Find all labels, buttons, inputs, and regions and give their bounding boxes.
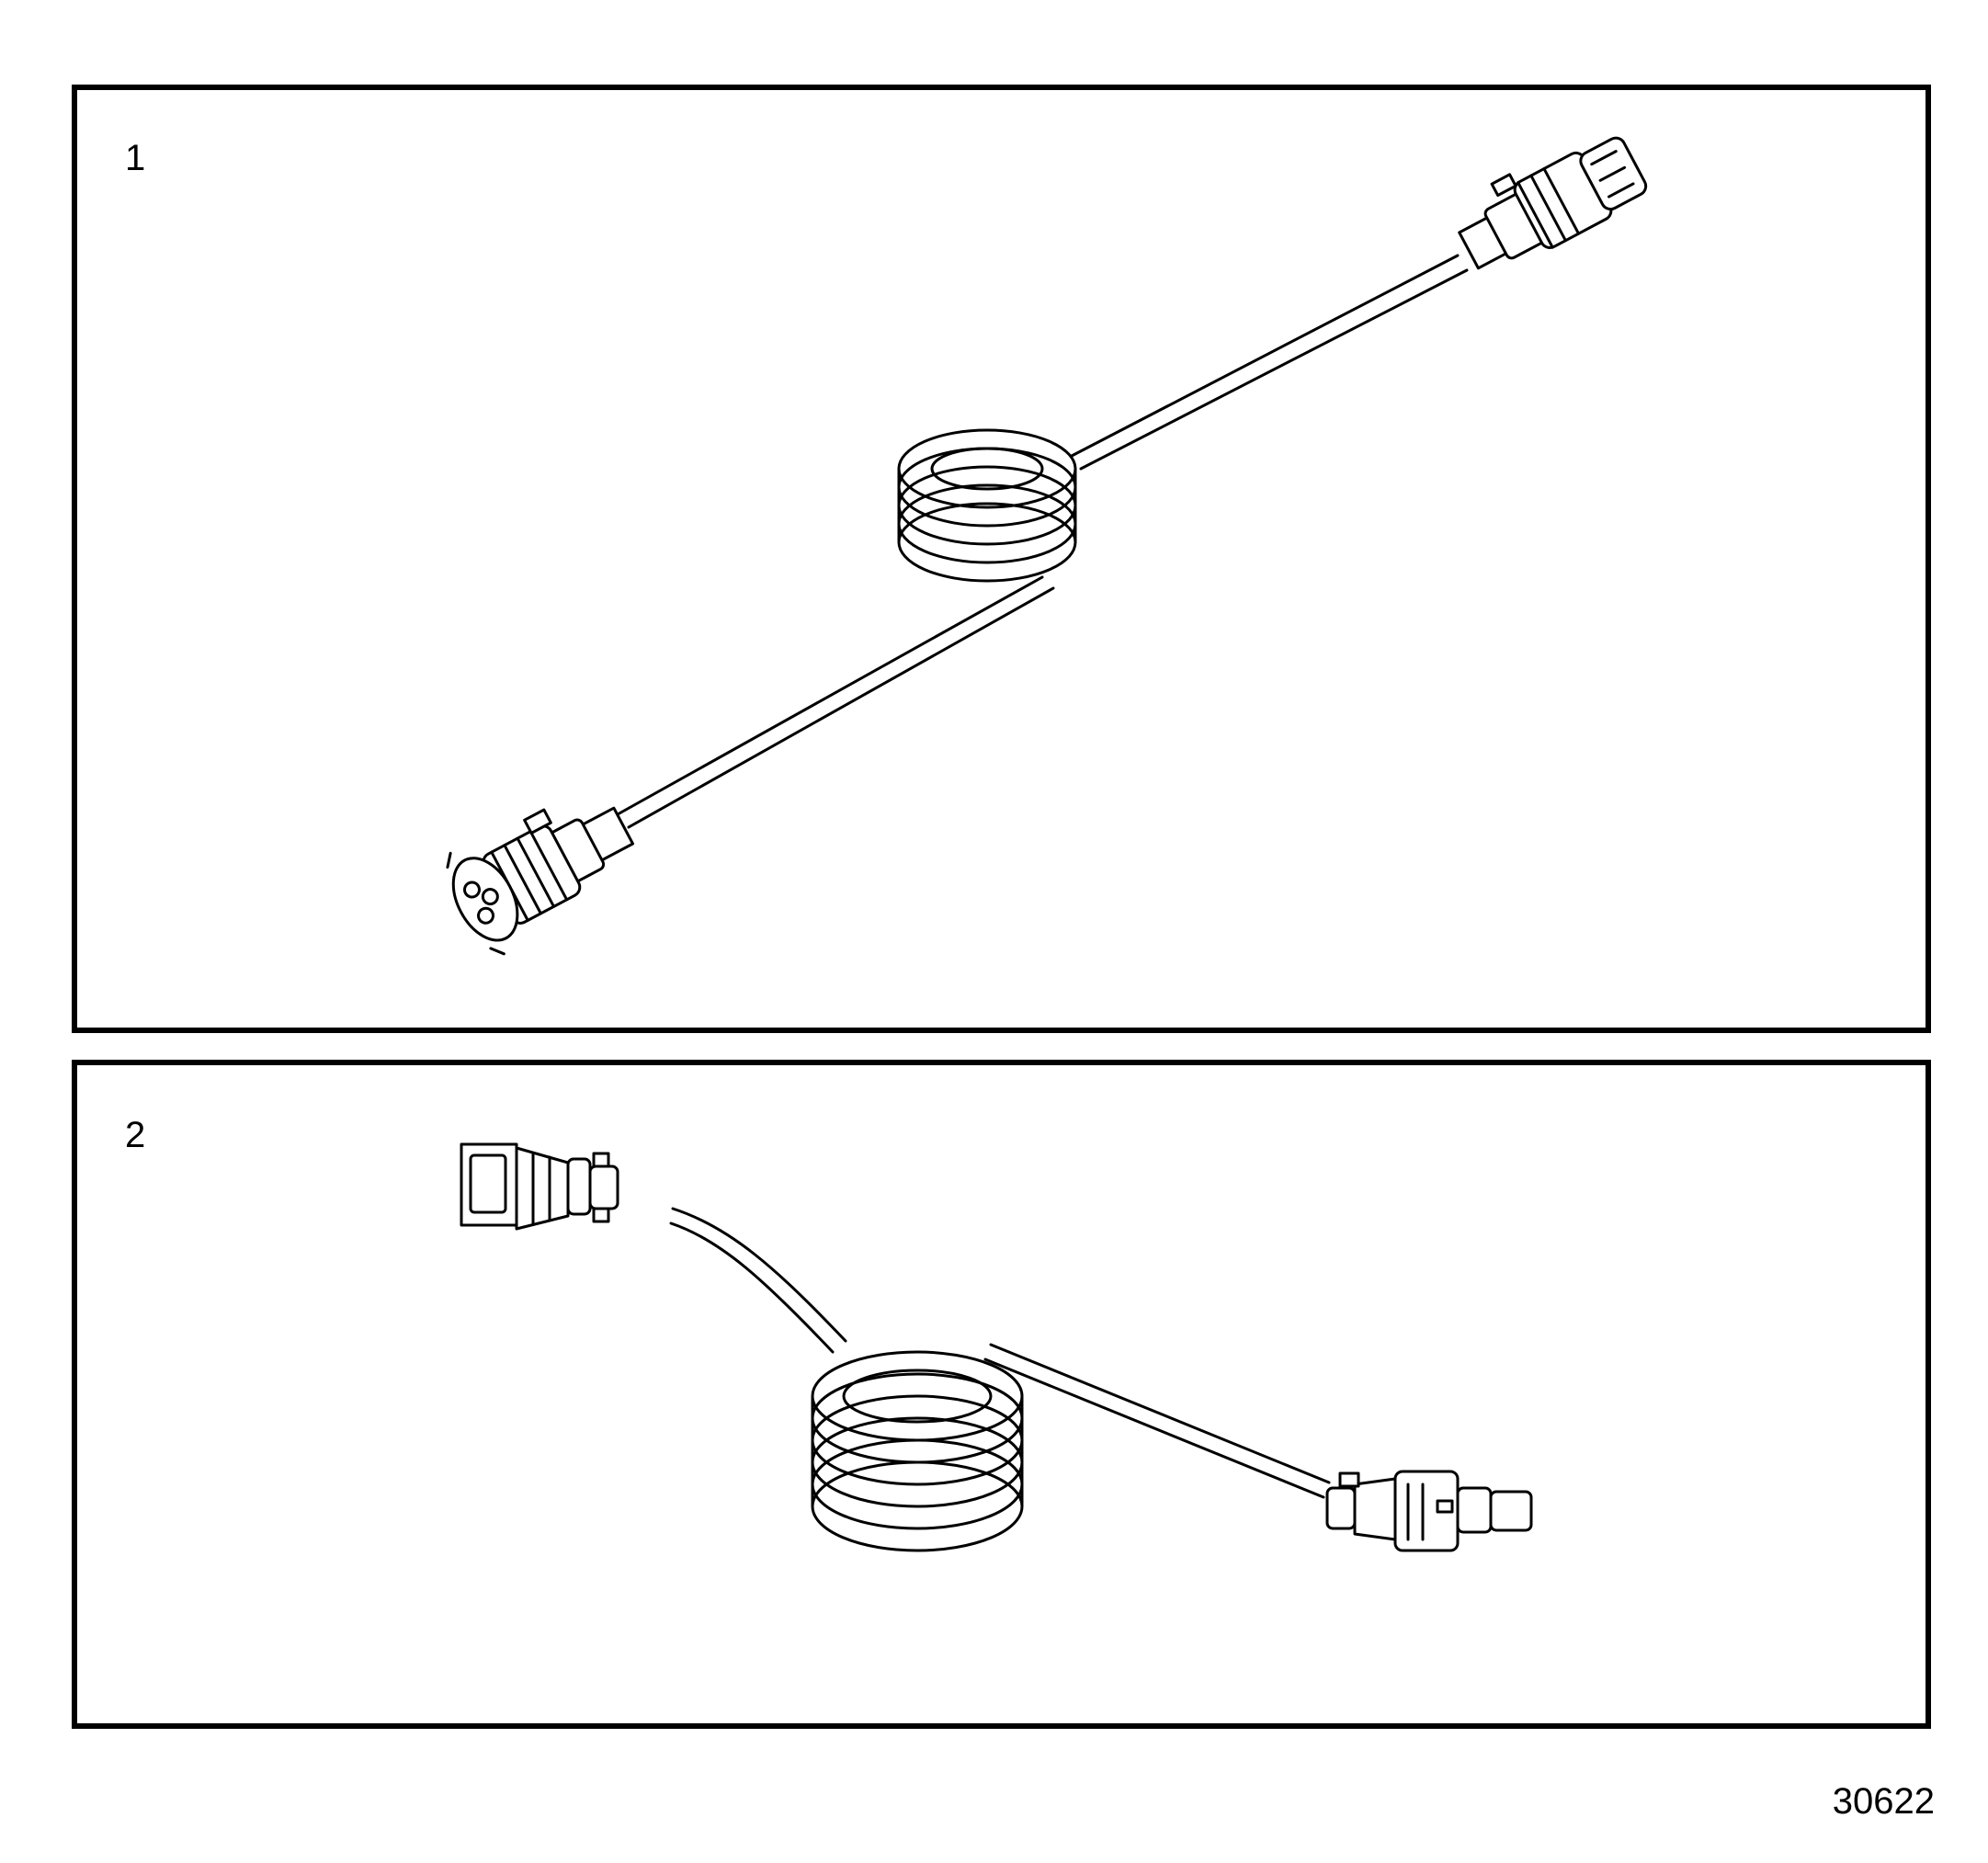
cable-illustration-2 [460, 1142, 1533, 1552]
figure-code: 30622 [1832, 1781, 1935, 1822]
panel-number: 1 [125, 138, 146, 178]
panel-2: 2 [72, 1060, 1931, 1729]
panel-number: 2 [125, 1115, 146, 1155]
panel-1: 1 [72, 85, 1931, 1033]
cable-illustration-1 [446, 136, 1648, 956]
